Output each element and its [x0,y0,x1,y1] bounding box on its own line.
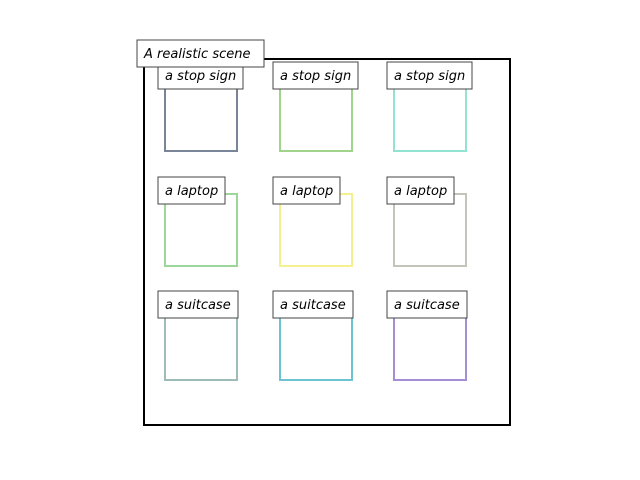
detection-laptop-3: a laptop [386,176,467,267]
bounding-box [393,193,467,267]
bounding-box [279,307,353,381]
box-label-background [272,290,354,319]
detection-suitcase-1: a suitcase [157,290,239,381]
box-label-background [386,290,468,319]
detection-stop-sign-1: a stop sign [157,61,244,152]
box-label-background [386,176,455,205]
bounding-box [279,193,353,267]
bounding-box [164,193,238,267]
detection-laptop-2: a laptop [272,176,353,267]
box-label-text: a suitcase [165,298,231,313]
box-label-text: a suitcase [394,298,460,313]
box-label-text: a laptop [280,184,333,199]
detection-suitcase-2: a suitcase [272,290,354,381]
box-label-background [157,176,226,205]
detection-laptop-1: a laptop [157,176,238,267]
bounding-box [279,78,353,152]
box-label-text: a laptop [165,184,218,199]
bounding-box [164,78,238,152]
detection-stop-sign-3: a stop sign [386,61,473,152]
box-label-text: a laptop [394,184,447,199]
box-label-background [157,290,239,319]
scene-title-text: A realistic scene [143,47,250,62]
detection-suitcase-3: a suitcase [386,290,468,381]
box-label-background [386,61,473,90]
scene-title: A realistic scene [136,39,265,68]
detection-stop-sign-2: a stop sign [272,61,359,152]
box-label-text: a suitcase [280,298,346,313]
bounding-box [393,307,467,381]
box-label-text: a stop sign [394,69,465,84]
boxes-layer: a stop sign a stop sign a stop sign a lapto… [157,61,473,381]
box-label-background [272,176,341,205]
scene-title-box [136,39,265,68]
bounding-box [164,307,238,381]
box-label-text: a stop sign [165,69,236,84]
bounding-box [393,78,467,152]
box-label-background [272,61,359,90]
scene-frame [143,58,511,426]
box-label-text: a stop sign [280,69,351,84]
